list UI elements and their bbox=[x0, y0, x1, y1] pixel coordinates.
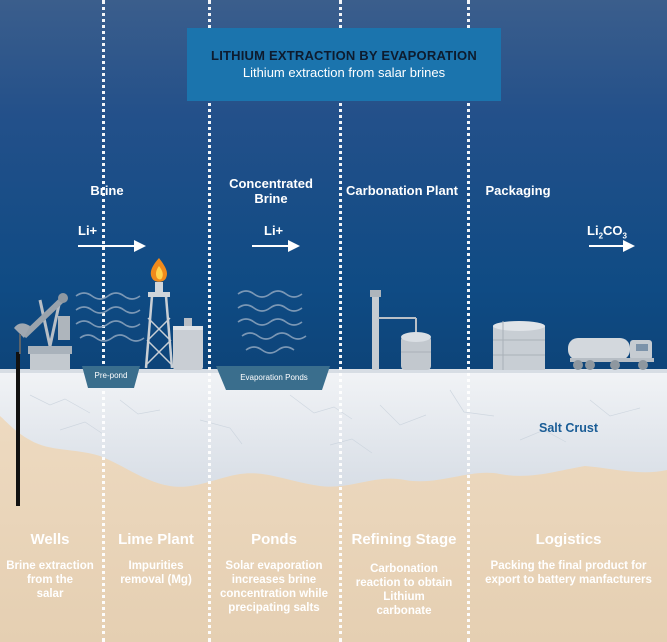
arrow-right-icon bbox=[252, 240, 300, 252]
stage-title-logistics: Logistics bbox=[535, 531, 602, 548]
label-brine: Brine bbox=[90, 183, 124, 198]
tanker-truck-icon bbox=[568, 338, 654, 370]
separator-4 bbox=[467, 0, 470, 642]
ground-surface-line bbox=[0, 369, 667, 373]
flame-icon bbox=[150, 258, 168, 282]
label-packaging: Packaging bbox=[485, 183, 551, 198]
desc-line: Brine extraction bbox=[6, 560, 94, 572]
packaging-silo-icon bbox=[493, 321, 545, 370]
desc-line: carbonate bbox=[376, 605, 432, 617]
stage-desc-logistics: Packing the final product for export to … bbox=[470, 559, 667, 587]
desc-line: precipating salts bbox=[228, 602, 320, 614]
salt-crust-label: Salt Crust bbox=[539, 421, 599, 435]
desc-line: export to battery manfacturers bbox=[485, 574, 652, 586]
formula-co: CO bbox=[603, 223, 623, 238]
formula-sub-3: 3 bbox=[622, 231, 627, 241]
desc-line: reaction to obtain bbox=[355, 577, 453, 589]
evaporation-ponds-label: Evaporation Ponds bbox=[240, 373, 308, 382]
desc-line: Solar evaporation bbox=[225, 560, 323, 572]
stage-desc-ponds: Solar evaporation increases brine concen… bbox=[212, 559, 336, 615]
carbonation-plant-icon bbox=[370, 290, 431, 370]
salt-texture bbox=[29, 389, 641, 454]
stage-title-ponds: Ponds bbox=[251, 531, 297, 548]
label-concentrated-brine: Concentrated Brine bbox=[229, 176, 313, 206]
desc-line: Impurities bbox=[128, 560, 184, 572]
desc-line: removal (Mg) bbox=[120, 574, 192, 586]
stage-desc-refining: Carbonation reaction to obtain Lithium c… bbox=[342, 562, 466, 618]
ion-li2co3: Li2CO3 bbox=[587, 223, 627, 241]
ion-li-1: Li+ bbox=[78, 223, 98, 238]
diagram-title: LITHIUM EXTRACTION BY EVAPORATION bbox=[211, 48, 477, 63]
formula-sub-2: 2 bbox=[598, 231, 604, 241]
desc-line: from the bbox=[27, 574, 73, 586]
separator-2 bbox=[208, 0, 211, 642]
stage-desc-lime-plant: Impurities removal (Mg) bbox=[106, 559, 206, 587]
desc-line: Carbonation bbox=[370, 563, 438, 575]
stage-title-lime-plant: Lime Plant bbox=[118, 531, 194, 548]
desc-line: Packing the final product for bbox=[490, 560, 647, 572]
separator-3 bbox=[339, 0, 342, 642]
label-carbonation-plant: Carbonation Plant bbox=[346, 183, 458, 198]
diagram-subtitle: Lithium extraction from salar brines bbox=[242, 65, 446, 80]
separator-1 bbox=[102, 0, 105, 642]
formula-li: Li bbox=[587, 223, 599, 238]
title-box: LITHIUM EXTRACTION BY EVAPORATION Lithiu… bbox=[187, 28, 501, 101]
desc-line: salar bbox=[36, 588, 64, 600]
ion-li-2: Li+ bbox=[264, 223, 284, 238]
stage-title-refining: Refining Stage bbox=[351, 531, 457, 548]
pre-pond-label: Pre-pond bbox=[94, 371, 128, 380]
stage-desc-wells: Brine extraction from the salar bbox=[0, 559, 100, 601]
desc-line: increases brine bbox=[231, 574, 317, 586]
salt-crust-layer bbox=[0, 372, 667, 487]
lime-plant-tower-icon bbox=[144, 282, 174, 369]
well-pipe bbox=[16, 352, 20, 506]
desc-line: concentration while bbox=[220, 588, 328, 600]
arrow-right-icon bbox=[589, 240, 635, 252]
lime-plant-tank-icon bbox=[173, 318, 203, 370]
vapor-waves bbox=[75, 290, 307, 354]
arrow-right-icon bbox=[78, 240, 146, 252]
pre-pond-icon bbox=[82, 366, 140, 388]
pumpjack-icon bbox=[14, 293, 72, 370]
desc-line: Lithium bbox=[383, 591, 425, 603]
stage-title-wells: Wells bbox=[30, 531, 70, 548]
evaporation-pond-icon bbox=[216, 366, 330, 390]
